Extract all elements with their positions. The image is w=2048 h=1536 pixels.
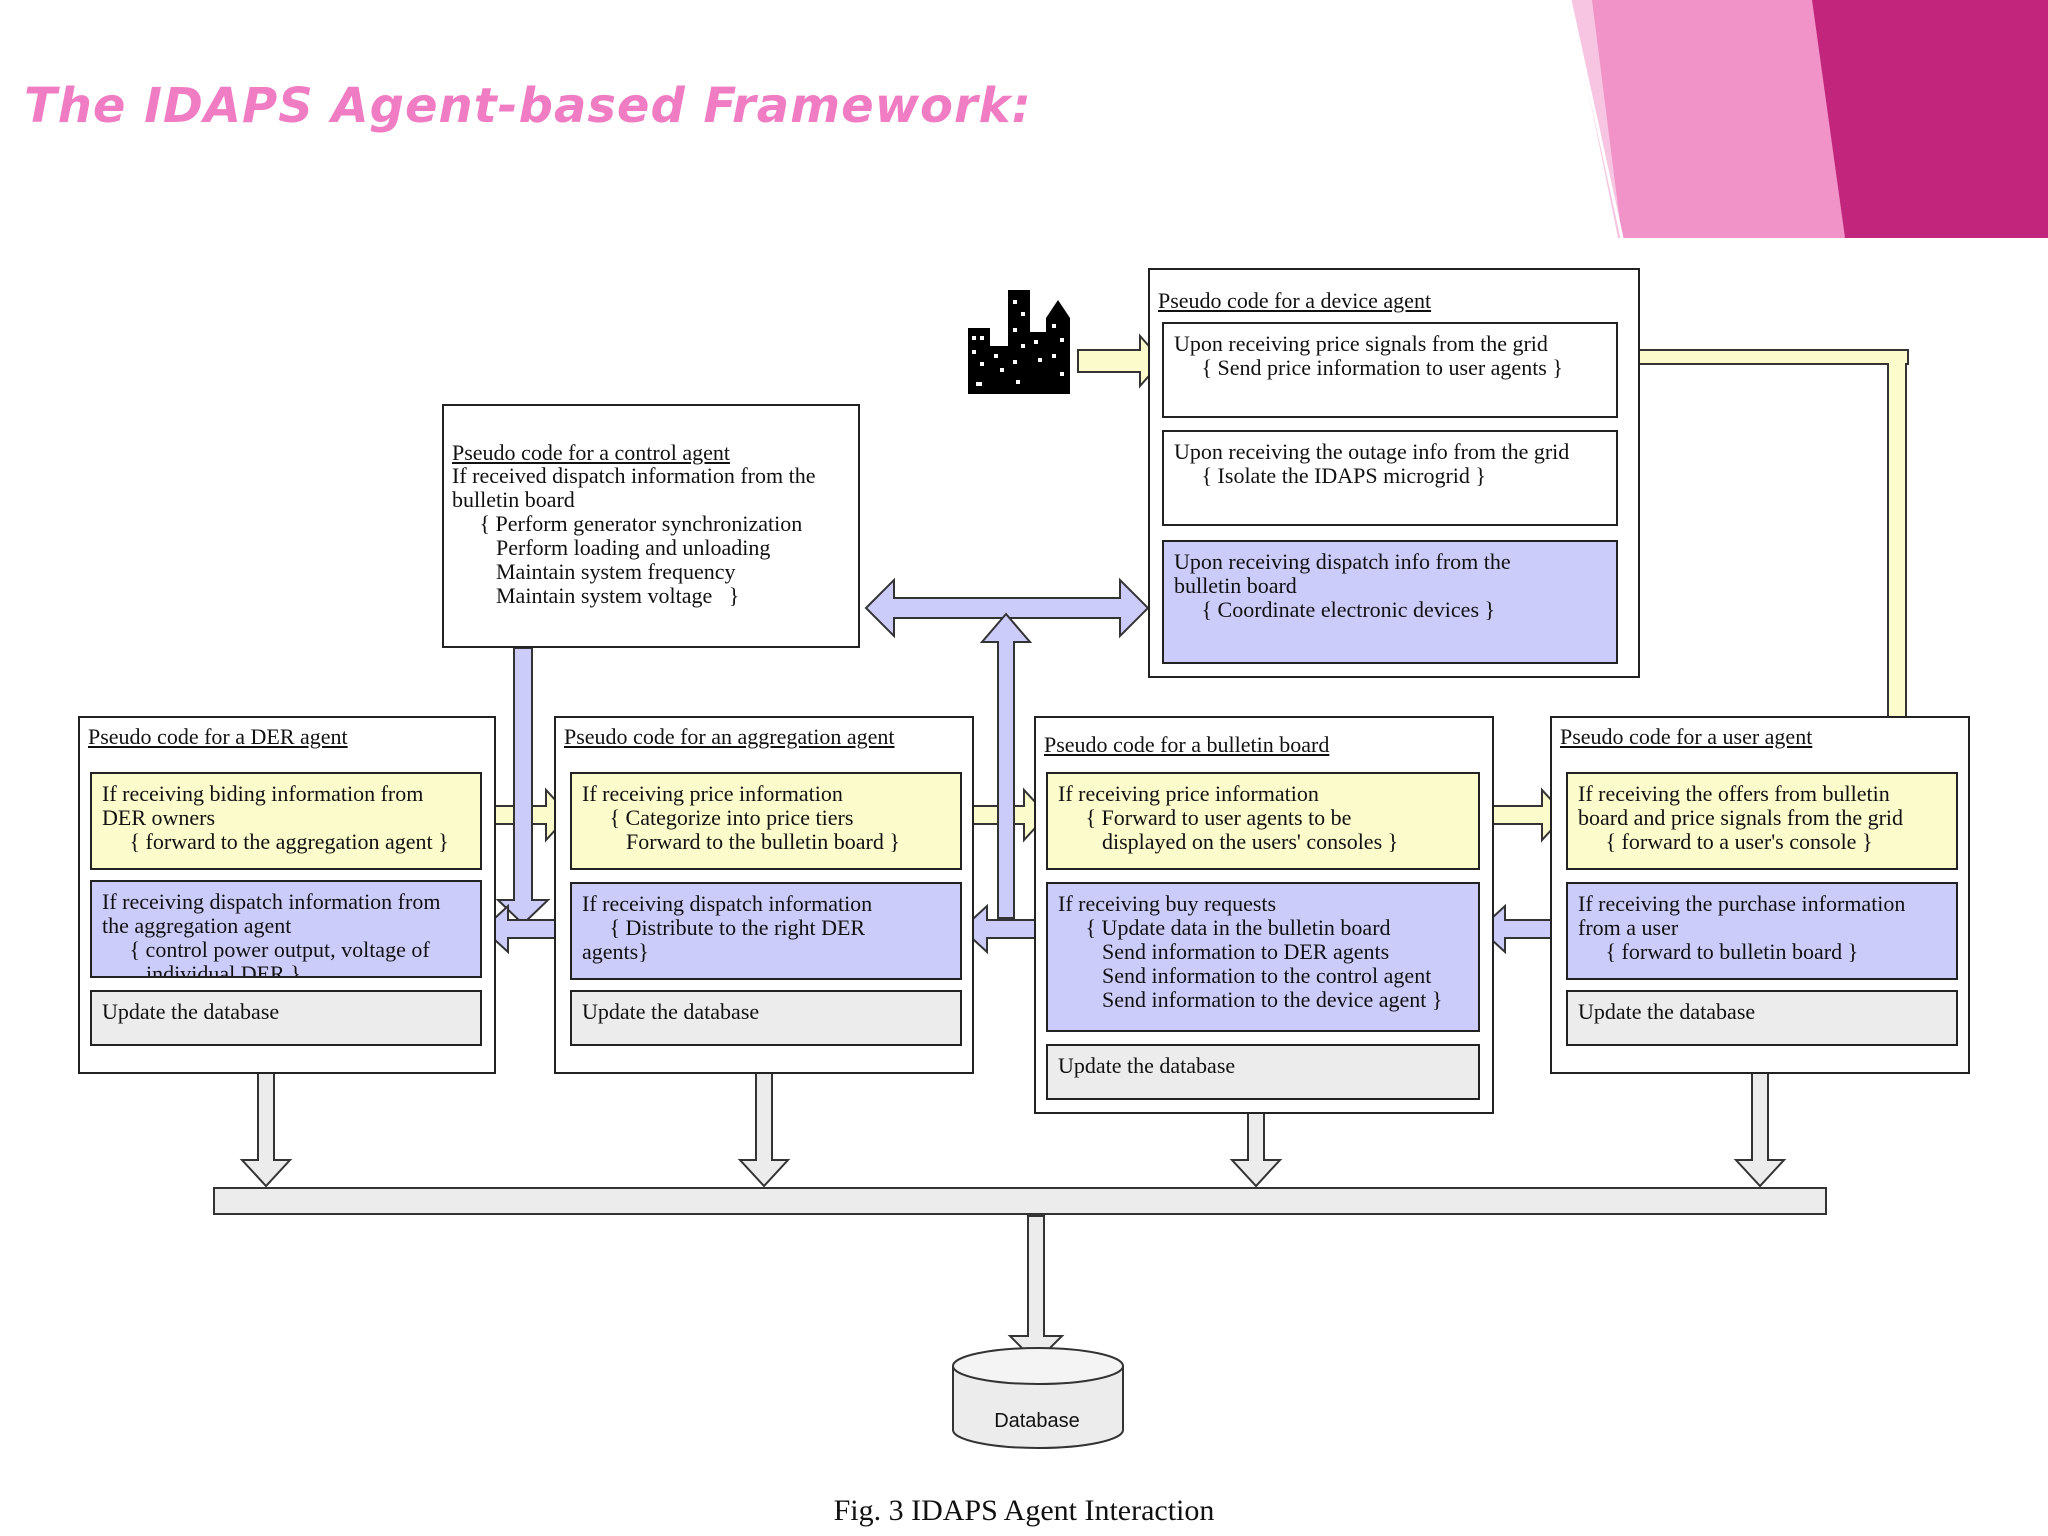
user-agent-header: Pseudo code for a user agent	[1560, 724, 1813, 749]
bulletin-board-update-database: Update the database	[1046, 1044, 1480, 1100]
slide-title: The IDAPS Agent-based Framework:	[24, 78, 1032, 134]
device-agent-box: Pseudo code for a device agent Upon rece…	[1148, 268, 1640, 678]
aggregation-agent-box: Pseudo code for an aggregation agent If …	[554, 716, 974, 1074]
user-agent-offers-info: If receiving the offers from bulletin bo…	[1566, 772, 1958, 870]
aggregation-agent-dispatch-info: If receiving dispatch information { Dist…	[570, 882, 962, 980]
user-agent-purchase-info: If receiving the purchase information fr…	[1566, 882, 1958, 980]
user-agent-update-database: Update the database	[1566, 990, 1958, 1046]
bulletin-board-header: Pseudo code for a bulletin board	[1044, 732, 1330, 757]
figure-caption: Fig. 3 IDAPS Agent Interaction	[833, 1494, 1215, 1527]
bulletin-board-buy-requests: If receiving buy requests { Update data …	[1046, 882, 1480, 1032]
user-agent-box: Pseudo code for a user agent If receivin…	[1550, 716, 1970, 1074]
der-agent-header: Pseudo code for a DER agent	[88, 724, 348, 749]
der-agent-box: Pseudo code for a DER agent If receiving…	[78, 716, 496, 1074]
device-agent-outage-info: Upon receiving the outage info from the …	[1162, 430, 1618, 526]
database-label: Database	[994, 1410, 1080, 1432]
bulletin-board-price-info: If receiving price information { Forward…	[1046, 772, 1480, 870]
device-agent-header: Pseudo code for a device agent	[1158, 288, 1432, 313]
control-agent-body: If received dispatch information from th…	[452, 463, 816, 608]
aggregation-agent-update-database: Update the database	[570, 990, 962, 1046]
der-agent-biding-info: If receiving biding information from DER…	[90, 772, 482, 870]
control-agent-box: Pseudo code for a control agent Pseudo c…	[442, 404, 860, 648]
bulletin-board-box: Pseudo code for a bulletin board If rece…	[1034, 716, 1494, 1114]
city-buildings-icon	[968, 290, 1070, 394]
control-agent-header-text: Pseudo code for a control agent	[452, 440, 730, 465]
device-agent-dispatch-info: Upon receiving dispatch info from the bu…	[1162, 540, 1618, 664]
decorative-corner-shapes	[1568, 0, 2048, 239]
der-agent-update-database: Update the database	[90, 990, 482, 1046]
device-agent-price-signals: Upon receiving price signals from the gr…	[1162, 322, 1618, 418]
aggregation-agent-header: Pseudo code for an aggregation agent	[564, 724, 895, 749]
aggregation-agent-price-info: If receiving price information { Categor…	[570, 772, 962, 870]
database-cylinder-icon	[952, 1347, 1124, 1449]
der-agent-dispatch-info: If receiving dispatch information from t…	[90, 880, 482, 978]
